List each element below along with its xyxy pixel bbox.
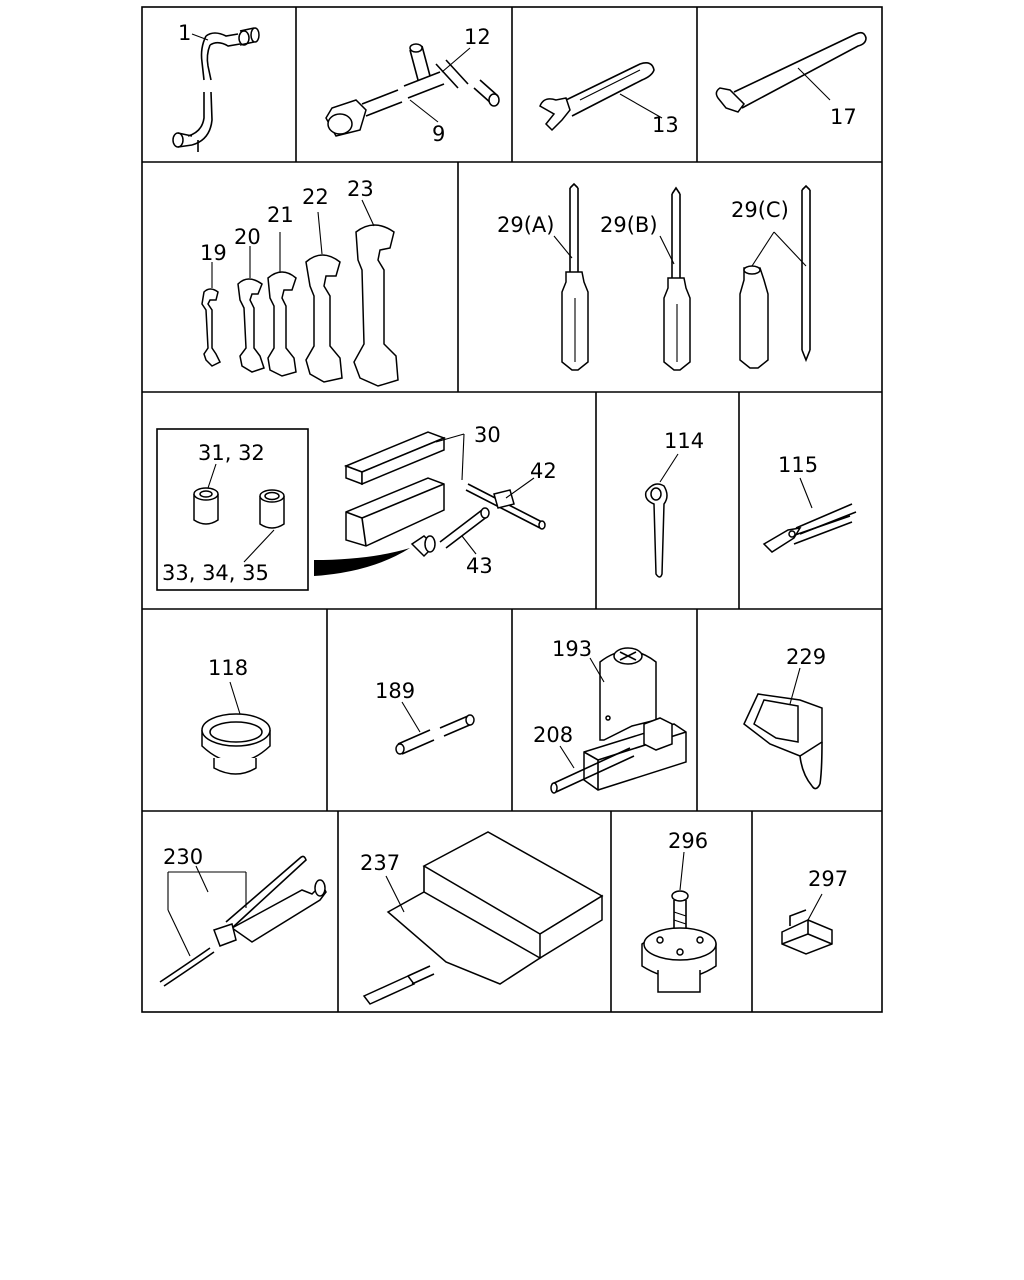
part-114-box-end-wrench (644, 453, 679, 578)
callout-29c: 29(C) (731, 198, 789, 222)
callout-30: 30 (474, 423, 501, 447)
part-229-funnel (743, 667, 823, 790)
part-33-34-35-socket (243, 489, 285, 563)
callout-114: 114 (664, 429, 704, 453)
callout-29a: 29(A) (497, 213, 554, 237)
part-29c-convertible-screwdriver (739, 184, 811, 369)
part-20-spanner (237, 246, 265, 373)
part-13-adjustable-wrench (539, 62, 663, 132)
callout-297: 297 (808, 867, 848, 891)
callout-237: 237 (360, 851, 400, 875)
part-21-spanner (267, 232, 297, 377)
part-17-hammer (715, 31, 867, 113)
part-193-bottle-jack (583, 647, 687, 791)
callout-208: 208 (533, 723, 573, 747)
callout-42: 42 (530, 459, 557, 483)
callout-19: 19 (200, 241, 227, 265)
part-118-filter-wrench (201, 681, 271, 775)
callout-193: 193 (552, 637, 592, 661)
callout-43: 43 (466, 554, 493, 578)
callout-21: 21 (267, 203, 294, 227)
part-30-tool-case (343, 431, 465, 547)
part-230-grease-gun (159, 855, 327, 987)
part-19-spanner (201, 262, 222, 367)
part-1-crank-handle (172, 27, 260, 152)
callout-20: 20 (234, 225, 261, 249)
callout-33-34-35: 33, 34, 35 (162, 561, 269, 585)
callout-13: 13 (652, 113, 679, 137)
callout-296: 296 (668, 829, 708, 853)
callout-22: 22 (302, 185, 329, 209)
part-29a-flat-screwdriver (553, 182, 589, 371)
part-socket-with-arrow (314, 535, 436, 576)
callout-31-32: 31, 32 (198, 441, 265, 465)
callout-115: 115 (778, 453, 818, 477)
callout-230: 230 (163, 845, 203, 869)
part-29b-phillips-screwdriver (659, 186, 691, 371)
part-43-extension-bar (439, 507, 490, 555)
callout-23: 23 (347, 177, 374, 201)
callout-12: 12 (464, 25, 491, 49)
callout-29b: 29(B) (600, 213, 658, 237)
callout-229: 229 (786, 645, 826, 669)
part-22-spanner (305, 211, 343, 383)
part-208-jack-handle (550, 745, 635, 794)
callout-17: 17 (830, 105, 857, 129)
part-23-spanner (353, 199, 399, 387)
callout-189: 189 (375, 679, 415, 703)
part-115-pliers (762, 477, 857, 553)
part-31-32-socket (193, 463, 219, 525)
part-237-tool-bag (362, 831, 604, 1005)
diagram-grid (141, 6, 883, 1013)
callout-118: 118 (208, 656, 248, 680)
socket-inset-box (156, 428, 309, 591)
part-9-12-box-wrench-with-tbar (325, 43, 500, 137)
callout-9: 9 (432, 122, 445, 146)
part-296-puller (641, 851, 717, 993)
part-297-clip (781, 893, 833, 955)
part-42-tbar (465, 477, 546, 530)
callout-1: 1 (178, 21, 191, 45)
part-189-extension-pipe (395, 701, 475, 755)
